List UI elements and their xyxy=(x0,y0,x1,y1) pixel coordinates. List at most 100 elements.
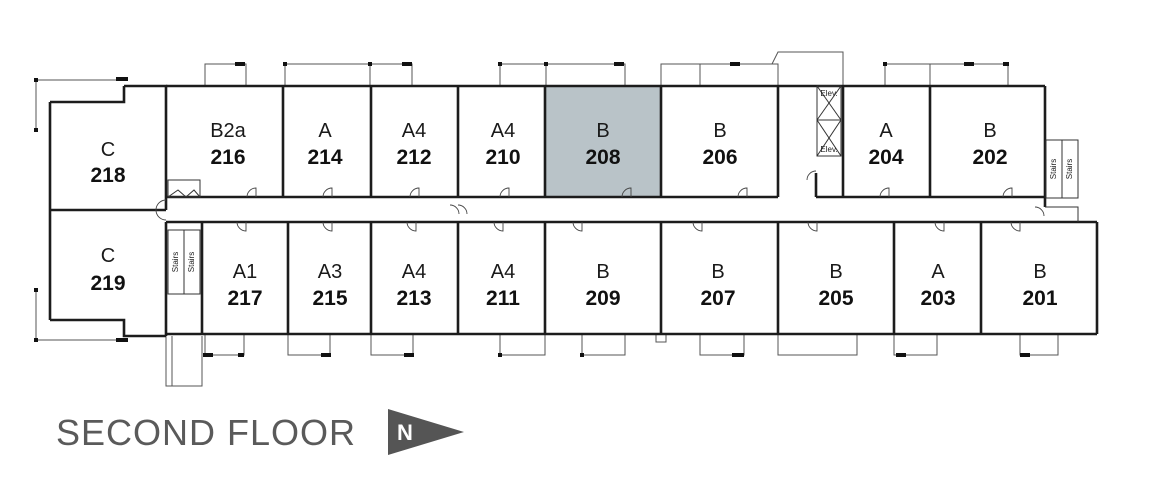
unit-210[interactable]: A4 210 xyxy=(485,120,520,169)
unit-bg-205 xyxy=(778,222,894,334)
service-cores xyxy=(167,85,1079,295)
unit-type: A xyxy=(879,120,893,142)
unit-number: 215 xyxy=(312,287,347,310)
entry-walkway xyxy=(165,336,203,387)
unit-205[interactable]: B 205 xyxy=(818,261,853,310)
unit-type: C xyxy=(101,139,115,161)
unit-number: 213 xyxy=(396,287,431,310)
elevator-label-b: Elev. xyxy=(820,145,837,154)
unit-217[interactable]: A1 217 xyxy=(227,261,262,310)
unit-number: 206 xyxy=(702,146,737,169)
unit-bg-203 xyxy=(894,222,981,334)
unit-bg-215 xyxy=(288,222,371,334)
unit-type: A xyxy=(931,261,945,283)
unit-bg-212 xyxy=(371,86,458,197)
unit-213[interactable]: A4 213 xyxy=(396,261,431,310)
unit-number: 204 xyxy=(868,146,903,169)
unit-number: 219 xyxy=(90,272,125,295)
unit-number: 214 xyxy=(307,146,342,169)
unit-type: B xyxy=(983,120,996,142)
unit-backgrounds xyxy=(50,86,1097,336)
unit-bg-202 xyxy=(930,86,1045,197)
stairs-label-east-b: Stairs xyxy=(1065,159,1074,179)
north-label: N xyxy=(397,420,413,445)
unit-203[interactable]: A 203 xyxy=(920,261,955,310)
balcony xyxy=(499,334,546,356)
unit-type: A4 xyxy=(402,261,426,283)
unit-type: A4 xyxy=(402,120,426,142)
unit-number: 216 xyxy=(210,146,245,169)
balcony xyxy=(287,334,331,356)
unit-216[interactable]: B2a 216 xyxy=(210,120,246,169)
unit-212[interactable]: A4 212 xyxy=(396,120,431,169)
unit-type: C xyxy=(101,245,115,267)
unit-215[interactable]: A3 215 xyxy=(312,261,347,310)
unit-bg-219 xyxy=(50,210,166,336)
balcony xyxy=(581,334,626,356)
unit-218[interactable]: C 218 xyxy=(90,139,125,187)
stairs-label-west-b: Stairs xyxy=(187,252,196,272)
balcony xyxy=(1019,334,1059,356)
unit-bg-206 xyxy=(661,86,778,197)
unit-208[interactable]: B 208 xyxy=(585,120,620,169)
unit-209[interactable]: B 209 xyxy=(585,261,620,310)
unit-number: 202 xyxy=(972,146,1007,169)
unit-bg-217 xyxy=(202,222,288,334)
unit-bg-214 xyxy=(283,86,371,197)
unit-labels: C 218 B2a 216 A 214 A4 212 A4 210 B 208 … xyxy=(90,120,1057,310)
balconies xyxy=(35,51,1059,387)
unit-bg-204 xyxy=(843,86,930,197)
unit-bg-208 xyxy=(545,86,661,197)
unit-219[interactable]: C 219 xyxy=(90,245,125,295)
unit-number: 218 xyxy=(90,164,125,187)
unit-bg-210 xyxy=(458,86,545,197)
door-swings xyxy=(155,170,1045,232)
balcony xyxy=(499,63,626,86)
unit-type: B xyxy=(829,261,842,283)
unit-bg-216 xyxy=(166,86,283,197)
unit-201[interactable]: B 201 xyxy=(1022,261,1057,310)
unit-214[interactable]: A 214 xyxy=(307,120,342,169)
unit-type: B xyxy=(596,261,609,283)
stairs-label-west-a: Stairs xyxy=(171,252,180,272)
north-arrow-shape xyxy=(388,409,464,455)
unit-type: B xyxy=(596,120,609,142)
balcony xyxy=(204,63,247,86)
service-labels: Stairs Stairs Stairs Stairs Elev. Elev. xyxy=(171,89,1074,272)
north-arrow-icon: N xyxy=(388,409,464,455)
unit-type: B xyxy=(713,120,726,142)
unit-bg-218 xyxy=(50,86,166,210)
unit-206[interactable]: B 206 xyxy=(702,120,737,169)
stairs-label-east-a: Stairs xyxy=(1049,159,1058,179)
balcony xyxy=(204,334,245,356)
unit-number: 203 xyxy=(920,287,955,310)
unit-type: A4 xyxy=(491,261,515,283)
balcony xyxy=(777,334,858,356)
balcony xyxy=(660,63,779,86)
unit-number: 211 xyxy=(486,287,520,310)
unit-number: 207 xyxy=(700,287,735,310)
walls xyxy=(48,84,1099,338)
unit-207[interactable]: B 207 xyxy=(700,261,735,310)
elevator-label-a: Elev. xyxy=(820,89,837,98)
unit-number: 210 xyxy=(485,146,520,169)
balcony-posts xyxy=(34,62,1030,357)
unit-type: B2a xyxy=(210,120,246,142)
unit-number: 201 xyxy=(1022,287,1057,310)
balcony xyxy=(699,334,745,356)
unit-204[interactable]: A 204 xyxy=(868,120,903,169)
unit-bg-211 xyxy=(458,222,545,334)
unit-202[interactable]: B 202 xyxy=(972,120,1007,169)
unit-211[interactable]: A4 211 xyxy=(486,261,520,310)
unit-number: 209 xyxy=(585,287,620,310)
unit-number: 212 xyxy=(396,146,431,169)
unit-number: 208 xyxy=(585,146,620,169)
unit-bg-201 xyxy=(981,222,1097,334)
balcony xyxy=(771,51,844,86)
unit-bg-207 xyxy=(661,222,778,334)
unit-number: 205 xyxy=(818,287,853,310)
unit-type: B xyxy=(1033,261,1046,283)
unit-number: 217 xyxy=(227,287,262,310)
floor-title: SECOND FLOOR xyxy=(56,412,357,453)
